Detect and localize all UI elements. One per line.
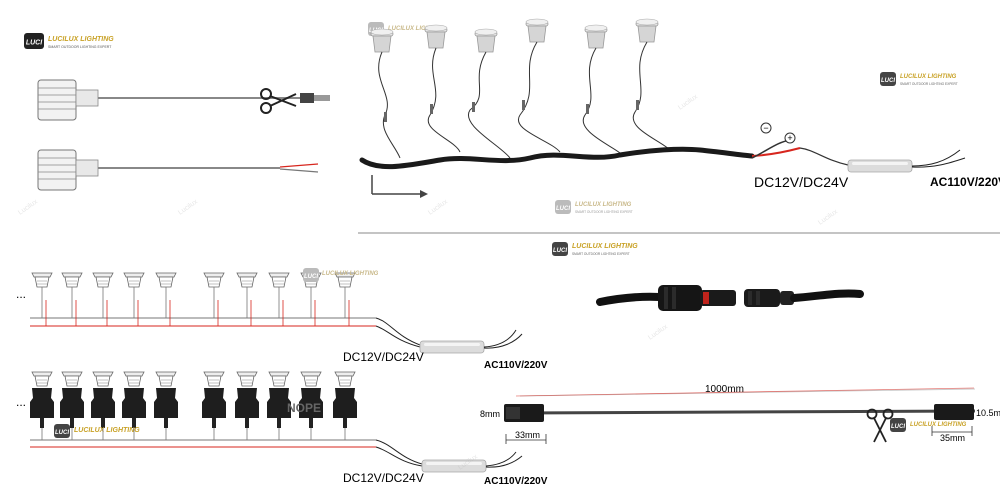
power-driver-bottom-1 (419, 340, 485, 354)
voltage-label-bottom-1: DC12V/DC24V (343, 350, 424, 364)
brand-logo-bottom-1: LUCI LUCILUX LIGHTING (303, 268, 379, 282)
ellipsis-mark-1: ... (16, 287, 26, 301)
small-fixture (236, 272, 258, 288)
logo-name-text: LUCILUX LIGHTING (74, 427, 140, 434)
fixture-3 (474, 28, 498, 53)
main-trunk-cable (359, 146, 755, 170)
nope-mark: NOPE (287, 401, 321, 415)
ellipsis-mark-2: ... (16, 395, 26, 409)
ac-label-top: AC110V/220V (930, 175, 1000, 189)
fixture-with-stripped-wires (37, 149, 319, 191)
power-driver-top (847, 159, 913, 173)
logo-name-text: LUCILUX LIGHTING (575, 202, 632, 208)
fixture-1 (370, 28, 394, 53)
svg-text:...: ... (16, 395, 26, 409)
fixture-with-scissors (37, 79, 330, 121)
logo-badge-text: LUCI (55, 430, 69, 436)
logo-name-text: LUCILUX LIGHTING (900, 74, 957, 80)
logo-badge-text: LUCI (304, 274, 318, 280)
logo-badge-text: LUCI (553, 248, 567, 254)
brand-logo-top-right: LUCI LUCILUX LIGHTING SMART OUTDOOR LIGH… (880, 72, 958, 86)
small-fixture (155, 272, 177, 288)
svg-text:Lucilux: Lucilux (817, 208, 839, 227)
logo-badge-text: LUCI (891, 424, 905, 430)
power-driver-bottom-2 (421, 459, 487, 473)
svg-text:...: ... (16, 287, 26, 301)
fixture-leads (378, 41, 671, 159)
dimension-left-diameter: 8mm (480, 409, 500, 419)
logo-badge-text: LUCI (556, 206, 570, 212)
logo-name-text: LUCILUX LIGHTING (322, 271, 379, 277)
ac-input-wires-top (911, 149, 966, 168)
svg-text:Lucilux: Lucilux (427, 198, 449, 217)
ac-label-bottom-2: AC110V/220V (484, 476, 548, 487)
logo-badge-text: LUCI (881, 78, 895, 84)
dimension-right-length: 35mm (940, 433, 965, 443)
small-fixture (31, 272, 53, 288)
fixture-4 (525, 18, 549, 43)
svg-text:Lucilux: Lucilux (17, 198, 39, 217)
small-fixture (203, 272, 225, 288)
svg-text:−: − (763, 123, 768, 133)
plus-terminal-icon: + (784, 132, 796, 144)
brand-logo-bottom-2: LUCI LUCILUX LIGHTING (54, 424, 140, 438)
brand-logo-top-left: LUCI LUCILUX LIGHTING SMART OUTDOOR LIGH… (24, 33, 114, 49)
logo-name-text: LUCILUX LIGHTING (572, 243, 638, 250)
logo-tagline-text: SMART OUTDOOR LIGHTING EXPERT (900, 82, 958, 86)
fixture-5 (584, 24, 608, 49)
lead-connectors (384, 100, 639, 122)
dimension-left-length: 33mm (515, 430, 540, 440)
logo-tagline-text: SMART OUTDOOR LIGHTING EXPERT (48, 45, 112, 49)
extension-cable (504, 387, 976, 422)
svg-text:Lucilux: Lucilux (647, 323, 669, 342)
brand-logo-extension: LUCI LUCILUX LIGHTING (890, 418, 967, 432)
logo-tagline-text: SMART OUTDOOR LIGHTING EXPERT (572, 252, 630, 256)
svg-text:Lucilux: Lucilux (677, 93, 699, 112)
bus-wires-2 (30, 428, 423, 467)
driver-input-wires (751, 139, 849, 166)
fixture-6 (635, 18, 659, 43)
logo-badge-text: LUCI (26, 40, 43, 47)
logo-name-text: LUCILUX LIGHTING (388, 26, 445, 32)
logo-tagline-text: SMART OUTDOOR LIGHTING EXPERT (575, 210, 633, 214)
logo-name-text: LUCILUX LIGHTING (48, 36, 114, 43)
svg-text:Lucilux: Lucilux (177, 198, 199, 217)
small-fixture (61, 272, 83, 288)
voltage-label-top: DC12V/DC24V (754, 174, 849, 190)
scissors-icon (260, 88, 297, 114)
bus-wires-1 (30, 287, 421, 348)
voltage-label-bottom-2: DC12V/DC24V (343, 471, 424, 485)
dimension-right-diameter: 10.5mm (976, 408, 1000, 418)
direction-arrow (371, 175, 428, 198)
scissors-icon (866, 408, 894, 443)
ac-label-bottom-1: AC110V/220V (484, 360, 548, 371)
dimension-length: 1000mm (705, 384, 744, 395)
small-fixture (268, 272, 290, 288)
dimension-lines (505, 426, 973, 444)
fixture-row-top (370, 18, 659, 53)
minus-terminal-icon: − (760, 122, 772, 134)
brand-logo-top-mid: LUCI LUCILUX LIGHTING SMART OUTDOOR LIGH… (555, 200, 633, 214)
fixture-2 (424, 24, 448, 49)
waterproof-connector (596, 285, 864, 311)
small-fixture (123, 272, 145, 288)
small-fixture (92, 272, 114, 288)
svg-text:+: + (787, 133, 792, 143)
ac-wires-bottom-2 (485, 451, 523, 468)
ac-wires-bottom-1 (483, 329, 523, 349)
logo-name-text: LUCILUX LIGHTING (910, 422, 967, 428)
fixture-row-bottom-2 (31, 371, 356, 387)
brand-logo-connector: LUCI LUCILUX LIGHTING SMART OUTDOOR LIGH… (552, 242, 638, 256)
